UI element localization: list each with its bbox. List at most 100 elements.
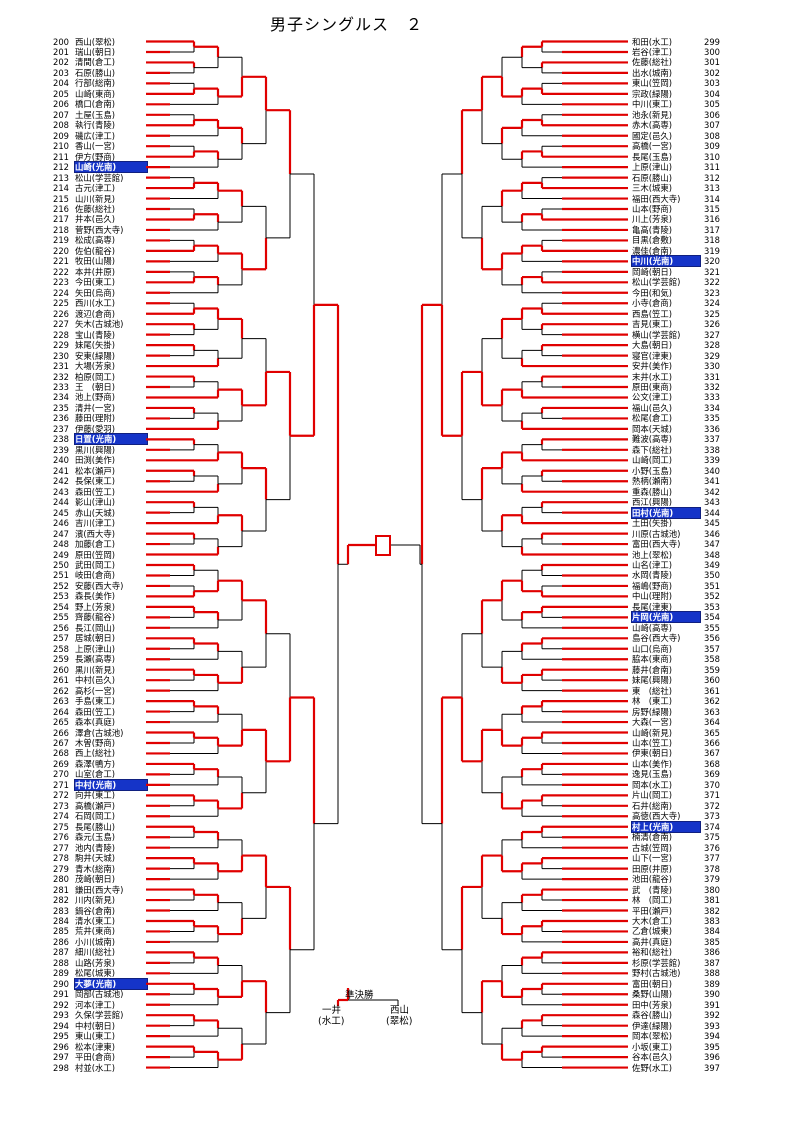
entry-number: 278 [53,853,69,864]
entry-number: 362 [704,696,720,707]
entry-player-name: 山川(新見) [75,193,116,204]
entry-player-name: 高橋(瀬戸) [75,800,116,811]
entry-player-name: 橋口(倉南) [75,99,116,110]
entry-player-name: 森谷(勝山) [632,1010,673,1021]
entry-player-name: 佐藤(総社) [75,204,116,215]
entry-player-name: 青木(総南) [75,863,116,874]
entry-number: 303 [704,78,720,89]
right-entry: 濃佳(倉南)319 [632,246,728,256]
entry-player-name: 西上(総社) [75,748,116,759]
entry-number: 359 [704,664,720,675]
right-entry: 山本(野商)315 [632,204,728,214]
entry-player-name: 清井(一宮) [75,402,116,413]
entry-number: 364 [704,717,720,728]
entry-number: 244 [53,497,69,508]
entry-number: 202 [53,57,69,68]
entry-player-name: 高井(真庭) [632,936,673,947]
right-entry: 福嶋(野商)351 [632,581,728,591]
entry-player-name: 佐藤(総社) [632,57,673,68]
entry-player-name: 東 (総社) [632,685,673,696]
right-entry: 乙倉(城東)384 [632,926,728,936]
entry-player-name: 池田(龍谷) [632,874,673,885]
entry-player-name: 長江(岡山) [75,622,116,633]
entry-number: 287 [53,947,69,958]
right-entry: 大島(朝日)328 [632,340,728,350]
right-entry: 武 (青陵)380 [632,885,728,895]
entry-player-name: 大夢(光南) [74,977,148,990]
entry-player-name: 野上(芳泉) [75,601,116,612]
entry-number: 281 [53,884,69,895]
entry-player-name: 行部(総南) [75,78,116,89]
entry-player-name: 山本(笠工) [632,737,673,748]
entry-player-name: 福田(西大寺) [632,193,681,204]
entry-number: 220 [53,245,69,256]
right-entry: 國定(邑久)308 [632,131,728,141]
right-entry: 宗政(緑陽)304 [632,89,728,99]
right-entry: 池上(翠松)348 [632,550,728,560]
entry-number: 327 [704,329,720,340]
entry-player-name: 井本(邑久) [75,214,116,225]
entry-number: 283 [53,905,69,916]
entry-player-name: 吉川(津工) [75,518,116,529]
right-entry: 寝官(津東)329 [632,351,728,361]
entry-number: 294 [53,1020,69,1031]
right-entry: 山本(美作)368 [632,759,728,769]
entry-number: 221 [53,256,69,267]
entry-number: 230 [53,350,69,361]
entry-number: 213 [53,172,69,183]
entry-player-name: 上原(津山) [632,162,673,173]
entry-number: 342 [704,486,720,497]
entry-number: 308 [704,130,720,141]
entry-player-name: 長瀬(高専) [75,654,116,665]
entry-number: 297 [53,1052,69,1063]
entry-player-name: 山室(倉工) [75,769,116,780]
entry-number: 389 [704,978,720,989]
entry-number: 379 [704,874,720,885]
entry-number: 390 [704,989,720,1000]
right-entry: 松山(学芸館)322 [632,277,728,287]
entry-player-name: 田原(井原) [632,863,673,874]
entry-number: 345 [704,518,720,529]
right-entry: 赤木(高専)307 [632,120,728,130]
entry-number: 376 [704,842,720,853]
entry-player-name: 島谷(西大寺) [632,633,681,644]
entry-number: 214 [53,183,69,194]
entry-number: 292 [53,999,69,1010]
right-entry: 林 (東工)362 [632,696,728,706]
entry-player-name: 石原(勝山) [632,172,673,183]
entry-number: 239 [53,444,69,455]
entry-player-name: 水岡(青陵) [632,570,673,581]
entry-player-name: 亀高(青陵) [632,224,673,235]
entry-player-name: 平田(瀬戸) [632,905,673,916]
right-entry: 石原(勝山)312 [632,173,728,183]
entry-player-name: 矢木(古城池) [75,319,124,330]
entry-player-name: 山本(野商) [632,204,673,215]
entry-number: 310 [704,151,720,162]
entry-player-name: 岡本(翠松) [632,1031,673,1042]
entry-player-name: 大木(倉工) [632,915,673,926]
right-entry: 藤井(倉南)359 [632,665,728,675]
entry-player-name: 黒川(興陽) [75,444,116,455]
entry-player-name: 目黒(倉敷) [632,235,673,246]
entry-player-name: 松成(高専) [75,235,116,246]
entry-player-name: 田村(光南) [631,506,701,519]
entry-number: 328 [704,340,720,351]
right-entry: 楠清(倉南)375 [632,832,728,842]
right-entry: 野村(古城池)388 [632,968,728,978]
